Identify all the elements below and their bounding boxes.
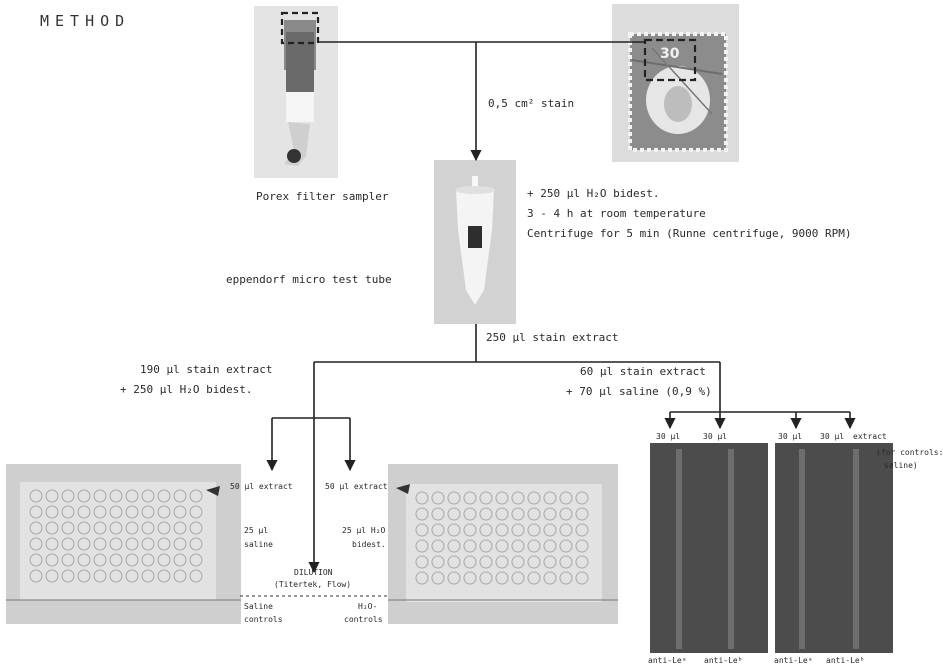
water-word: bidest. xyxy=(352,540,386,550)
gel-extract-word: extract xyxy=(853,432,887,442)
gel-note-1: (for controls: xyxy=(876,448,943,458)
dilution-sub: (Titertek, Flow) xyxy=(274,580,351,590)
gel-anti-b-left: anti-Leᵇ xyxy=(704,656,743,666)
step-water: + 250 µl H₂O bidest. xyxy=(527,187,659,200)
gel-note-2: saline) xyxy=(884,461,918,471)
gel-anti-a-left: anti-Leᵃ xyxy=(648,656,687,666)
eppendorf-label: eppendorf micro test tube xyxy=(226,273,392,286)
stain-extract-label: 250 µl stain extract xyxy=(486,331,618,344)
step-incubate: 3 - 4 h at room temperature xyxy=(527,207,706,220)
left-branch-line1: 190 µl stain extract xyxy=(140,363,272,376)
plate-right-extract: 50 µl extract xyxy=(325,482,388,492)
left-branch-line2: + 250 µl H₂O bidest. xyxy=(120,383,252,396)
step-centrifuge: Centrifuge for 5 min (Runne centrifuge, … xyxy=(527,227,852,240)
plate-left-extract: 50 µl extract xyxy=(230,482,293,492)
water-volume: 25 µl H₂O xyxy=(342,526,385,536)
right-branch-line2: + 70 µl saline (0,9 %) xyxy=(566,385,712,398)
stain-area-label: 0,5 cm² stain xyxy=(488,97,574,110)
gel-well-4: 30 µl xyxy=(820,432,844,442)
water-controls-1: H₂O- xyxy=(358,602,377,612)
gel-well-2: 30 µl xyxy=(703,432,727,442)
saline-controls-1: Saline xyxy=(244,602,273,612)
right-branch-line1: 60 µl stain extract xyxy=(580,365,706,378)
saline-controls-2: controls xyxy=(244,615,283,625)
gel-anti-b-right: anti-Leᵇ xyxy=(826,656,865,666)
saline-volume: 25 µl xyxy=(244,526,268,536)
dilution-label: DILUTION xyxy=(294,568,333,578)
porex-filter-label: Porex filter sampler xyxy=(256,190,388,203)
saline-word: saline xyxy=(244,540,273,550)
water-controls-2: controls xyxy=(344,615,383,625)
gel-well-1: 30 µl xyxy=(656,432,680,442)
gel-anti-a-right: anti-Leᵃ xyxy=(774,656,813,666)
gel-well-3: 30 µl xyxy=(778,432,802,442)
